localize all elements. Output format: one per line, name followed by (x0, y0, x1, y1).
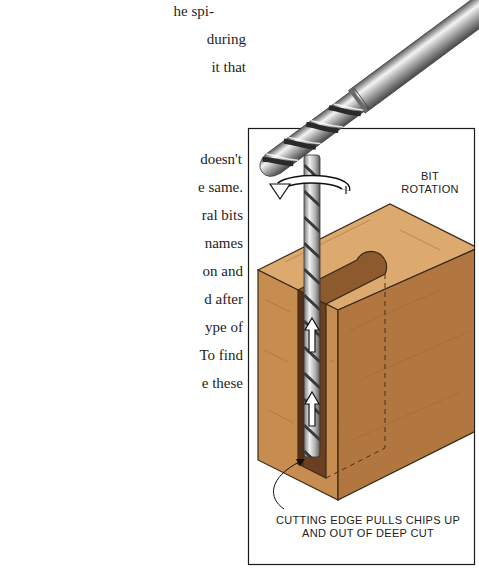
callout-label: CUTTING EDGE PULLS CHIPS UP AND OUT OF D… (273, 514, 463, 540)
bit-flutes (304, 165, 320, 457)
body-text-line: d after (204, 290, 243, 308)
wood-grain (264, 220, 470, 440)
wood-block (258, 204, 474, 500)
body-text-line: ype of (205, 318, 243, 336)
body-text-line: during (207, 30, 246, 48)
bit-spiral (261, 91, 365, 177)
router-bit-in-cut (304, 155, 320, 466)
body-text-line: names (205, 234, 243, 252)
body-text-line: he spi- (174, 2, 214, 20)
bit-cutter (255, 89, 369, 182)
body-text-line: on and (203, 262, 243, 280)
body-text-line: doesn't (200, 150, 242, 168)
up-arrow (305, 392, 319, 426)
spiral-router-bit (254, 0, 479, 183)
groove-wall (298, 290, 304, 467)
bit-shank (349, 0, 479, 113)
body-text-line: ral bits (202, 206, 243, 224)
chip-arrows (305, 318, 319, 426)
callout-label: BIT ROTATION (394, 170, 466, 196)
leader-line (273, 459, 305, 509)
body-text-line: To find (199, 346, 243, 364)
body-text-line: e these (202, 374, 243, 392)
arrow-head (270, 184, 290, 199)
body-text-line: it that (211, 58, 246, 76)
up-arrow (305, 318, 319, 352)
hidden-lines (326, 274, 385, 478)
bit-neck (349, 88, 369, 113)
rotation-arrow (270, 179, 346, 199)
body-text-line: e same. (198, 178, 243, 196)
